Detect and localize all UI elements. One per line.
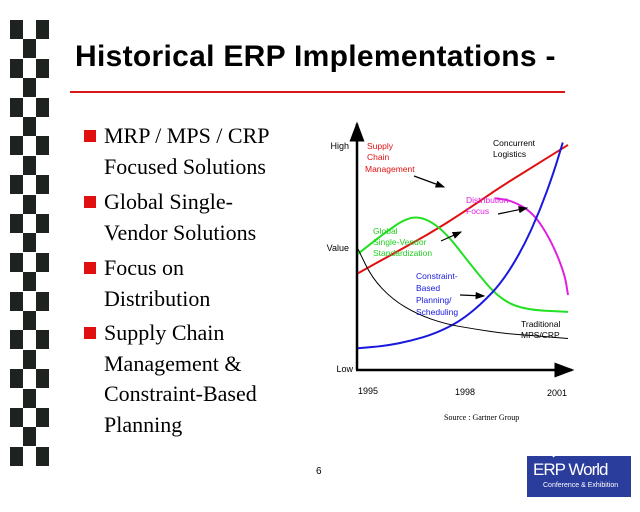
pointer-arrows xyxy=(413,175,529,300)
bullet-line: Distribution xyxy=(104,285,211,311)
pointer-arrow xyxy=(440,231,463,242)
x-tick-2001: 2001 xyxy=(547,388,567,398)
checker-square xyxy=(10,136,23,156)
checker-square xyxy=(36,252,49,272)
page-number: 6 xyxy=(316,466,322,477)
label-line: Global xyxy=(373,226,398,236)
label-line: Concurrent xyxy=(493,138,536,148)
logo-subtitle: Conference & Exhibition xyxy=(543,482,619,489)
bullet-line: Vendor Solutions xyxy=(104,219,257,245)
checker-square xyxy=(23,78,36,98)
checker-square xyxy=(36,330,49,350)
checker-square xyxy=(23,311,36,330)
label-line: Constraint- xyxy=(416,271,458,281)
checker-square xyxy=(10,408,23,427)
label-line: Chain xyxy=(367,152,389,162)
bullet-square-icon xyxy=(84,196,96,208)
checker-square xyxy=(10,291,23,311)
bullet-square-icon xyxy=(84,262,96,274)
bullet-line: Constraint-Based xyxy=(104,381,257,406)
checker-square xyxy=(36,136,49,156)
title-underline xyxy=(70,91,565,93)
bullet-line: Global Single- xyxy=(104,189,233,214)
label-line: Scheduling xyxy=(416,307,458,317)
checker-square xyxy=(23,194,36,214)
checker-square xyxy=(36,291,49,311)
label-line: Supply xyxy=(367,141,394,151)
bullet-line: Focused Solutions xyxy=(104,153,266,179)
pointer-arrow xyxy=(459,292,486,300)
series-line-global-single-vendor-standardization xyxy=(357,216,569,313)
checker-square xyxy=(36,20,49,39)
series-layer xyxy=(357,142,569,350)
label-concurrent-logistics: Concurrent Logistics xyxy=(493,138,536,159)
checker-square xyxy=(36,175,49,195)
erp-world-logo: ERP World Conference & Exhibition xyxy=(527,456,631,497)
label-line: Traditional xyxy=(521,319,560,329)
pointer-arrow xyxy=(413,175,446,188)
bullet-square-icon xyxy=(84,130,96,142)
checker-square xyxy=(23,233,36,253)
logo-title: ERP World xyxy=(533,460,608,479)
label-line: Based xyxy=(416,283,440,293)
series-line-distribution-focus xyxy=(494,197,569,296)
label-line: Management xyxy=(365,164,415,174)
bullet-line: Supply Chain xyxy=(104,320,225,345)
checker-square xyxy=(10,58,23,78)
label-supply-chain: Supply Chain Management xyxy=(365,141,415,174)
checker-square xyxy=(10,330,23,350)
checker-square xyxy=(23,388,36,408)
bullet-square-icon xyxy=(84,327,96,339)
bullet-line: Planning xyxy=(104,411,183,437)
checker-square xyxy=(23,117,36,136)
checker-square xyxy=(10,97,23,117)
bullet-line: Management & xyxy=(104,350,242,376)
checker-square xyxy=(23,39,36,59)
x-tick-1995: 1995 xyxy=(358,386,378,396)
y-tick-high: High xyxy=(330,141,349,151)
bullet-line: Focus on xyxy=(104,255,185,280)
y-tick-value: Value xyxy=(327,243,349,253)
label-distribution-focus: Distribution Focus xyxy=(466,195,509,216)
checker-square xyxy=(23,427,36,447)
slide-title: Historical ERP Implementations - xyxy=(75,40,556,73)
checker-square xyxy=(10,20,23,39)
checker-square xyxy=(36,214,49,233)
label-traditional-mps: Traditional MPS/CRP xyxy=(521,319,560,340)
label-line: Standardization xyxy=(373,248,432,258)
label-line: Planning/ xyxy=(416,295,452,305)
label-line: MPS/CRP xyxy=(521,330,560,340)
label-constraint-based: Constraint- Based Planning/ Scheduling xyxy=(416,271,458,317)
checker-square xyxy=(10,214,23,233)
checker-square xyxy=(10,175,23,195)
checker-square xyxy=(23,155,36,175)
checker-square xyxy=(36,369,49,389)
series-line-supply-chain-management xyxy=(357,144,569,275)
bullet-line: MRP / MPS / CRP xyxy=(104,123,270,148)
checker-square xyxy=(36,408,49,427)
checker-square xyxy=(23,272,36,292)
label-line: Logistics xyxy=(493,149,526,159)
label-line: Focus xyxy=(466,206,489,216)
checker-square xyxy=(10,252,23,272)
checker-square xyxy=(36,446,49,466)
checker-square xyxy=(10,446,23,466)
checker-square xyxy=(36,97,49,117)
series-line-traditional-mps-crp xyxy=(357,248,569,340)
chart-source: Source : Gartner Group xyxy=(444,413,519,422)
checker-square xyxy=(10,369,23,389)
label-global-single-vendor: Global Single-Vendor Standardization xyxy=(373,226,432,258)
label-line: Distribution xyxy=(466,195,509,205)
pointer-arrow xyxy=(497,206,529,215)
checker-square xyxy=(23,349,36,369)
x-tick-1998: 1998 xyxy=(455,387,475,397)
series-line-constraint-based-planning-scheduling xyxy=(357,142,564,350)
y-tick-low: Low xyxy=(336,364,353,374)
label-line: Single-Vendor xyxy=(373,237,427,247)
checker-square xyxy=(36,58,49,78)
